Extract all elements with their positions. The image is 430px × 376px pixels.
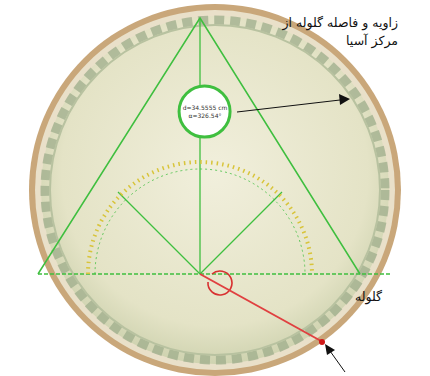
leader-line bbox=[237, 100, 340, 112]
lifter-edge bbox=[50, 25, 380, 355]
diagonal-guide bbox=[118, 192, 200, 274]
angle-arc bbox=[208, 271, 232, 295]
radius-line bbox=[200, 274, 321, 341]
callout-label: زاویه و فاصله گلوله از مرکز آسیا bbox=[258, 14, 398, 50]
protractor-arc bbox=[95, 169, 305, 274]
arrowhead bbox=[339, 94, 350, 105]
lifter-bars bbox=[45, 20, 385, 360]
mill-rim bbox=[29, 4, 401, 376]
baseline bbox=[38, 273, 392, 275]
mill-rim-inner bbox=[35, 10, 395, 370]
triangle-guide bbox=[38, 18, 360, 274]
readout-circle: d=34.5555 cmα=326.54° bbox=[178, 85, 231, 138]
ball bbox=[319, 339, 325, 345]
leader-line bbox=[330, 351, 345, 372]
vertical-guide bbox=[199, 18, 200, 274]
protractor-scale bbox=[88, 162, 312, 274]
callout-label: گلوله bbox=[322, 288, 382, 306]
diagonal-guide bbox=[200, 192, 282, 274]
readout-text: d=34.5555 cm bbox=[183, 104, 228, 112]
arrowhead bbox=[325, 344, 335, 355]
mill-floor bbox=[41, 16, 389, 364]
readout-text: α=326.54° bbox=[189, 112, 222, 120]
